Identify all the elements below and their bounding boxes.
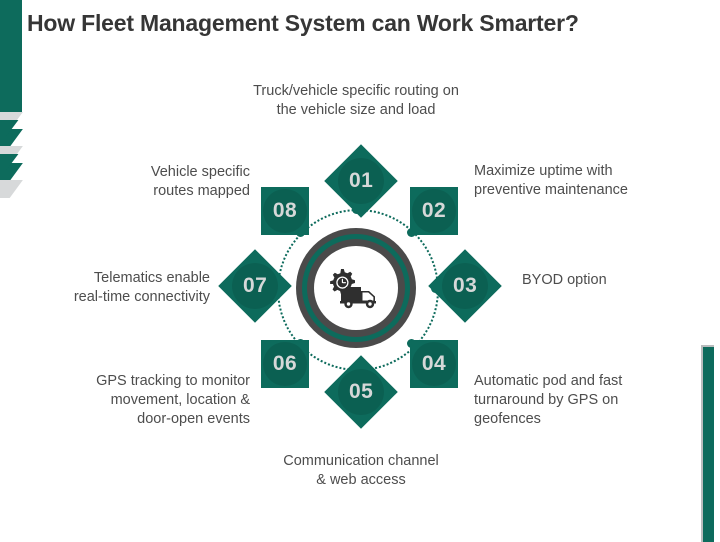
label-04: Automatic pod and fast turnaround by GPS … [474, 372, 684, 429]
label-03: BYOD option [522, 271, 692, 290]
label-line: Vehicle specific [150, 164, 250, 180]
badge-06[interactable]: 06 [261, 340, 309, 388]
badge-03[interactable]: 03 [428, 249, 502, 323]
badge-number: 06 [272, 352, 298, 375]
badge-number: 08 [272, 199, 298, 222]
label-05: Communication channel & web access [241, 452, 481, 490]
page-title: How Fleet Management System can Work Sma… [27, 10, 579, 36]
label-line: turnaround by GPS on [474, 392, 619, 408]
chevron-stripe [0, 180, 23, 198]
left-accent-bar [0, 0, 22, 112]
label-line: the vehicle size and load [276, 102, 436, 118]
badge-number: 02 [421, 199, 447, 222]
label-line: & web access [316, 472, 406, 488]
badge-inner-glow [263, 342, 307, 386]
badge-inner-glow [263, 189, 307, 233]
label-line: routes mapped [153, 183, 250, 199]
label-06: GPS tracking to monitor movement, locatio… [38, 372, 250, 429]
badge-inner-glow [412, 342, 456, 386]
badge-01[interactable]: 01 [324, 144, 398, 218]
badge-inner-glow [412, 189, 456, 233]
label-line: Telematics enable [93, 270, 210, 286]
label-line: GPS tracking to monitor [96, 373, 250, 389]
badge-08[interactable]: 08 [261, 187, 309, 235]
label-line: Truck/vehicle specific routing on [253, 83, 459, 99]
label-07: Telematics enable real-time connectivity [14, 269, 210, 307]
label-line: Communication channel [283, 453, 439, 469]
badge-number: 01 [348, 168, 374, 192]
badge-number: 05 [348, 379, 374, 403]
label-08: Vehicle specific routes mapped [98, 163, 250, 201]
center-hub [296, 228, 416, 348]
badge-02[interactable]: 02 [410, 187, 458, 235]
badge-number: 07 [242, 273, 268, 297]
label-line: real-time connectivity [73, 289, 210, 305]
label-line: Automatic pod and fast [474, 373, 623, 389]
label-line: geofences [474, 411, 541, 427]
badge-04[interactable]: 04 [410, 340, 458, 388]
label-line: movement, location & [110, 392, 250, 408]
badge-number: 03 [452, 273, 478, 297]
label-line: preventive maintenance [474, 182, 628, 198]
label-02: Maximize uptime with preventive maintenan… [474, 162, 684, 200]
label-line: BYOD option [522, 272, 607, 288]
chevron-stripe-accent [0, 120, 19, 136]
label-01: Truck/vehicle specific routing on the veh… [206, 82, 506, 120]
right-accent-bar [701, 345, 714, 542]
truck-gear-icon [314, 246, 398, 330]
label-line: door-open events [137, 411, 250, 427]
chevron-stripe-accent [0, 154, 19, 170]
label-line: Maximize uptime with [474, 163, 613, 179]
badge-number: 04 [421, 352, 447, 375]
